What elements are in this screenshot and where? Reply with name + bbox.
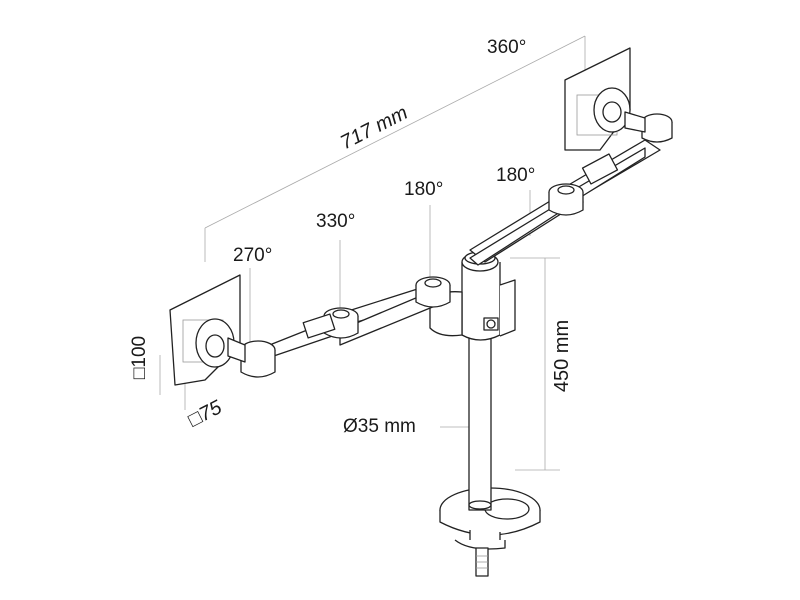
pole-height-label: 450 mm — [551, 319, 574, 393]
rotation-label-330: 330° — [316, 211, 356, 232]
left-arm — [261, 276, 451, 361]
rotation-label-270: 270° — [233, 245, 273, 266]
right-arm — [469, 139, 661, 266]
rotation-label-360: 360° — [487, 37, 527, 58]
rotation-label-180-center: 180° — [404, 179, 444, 200]
width-dimension-line — [204, 35, 586, 229]
dimension-lines — [159, 35, 616, 471]
left-vesa-plate — [169, 274, 276, 386]
pole-diameter-label: Ø35 mm — [343, 416, 416, 437]
rotation-label-180-right: 180° — [496, 165, 536, 186]
central-hub — [429, 251, 516, 341]
vesa-100-label: □100 — [129, 335, 151, 380]
pole — [468, 291, 492, 511]
right-vesa-plate — [564, 47, 673, 151]
